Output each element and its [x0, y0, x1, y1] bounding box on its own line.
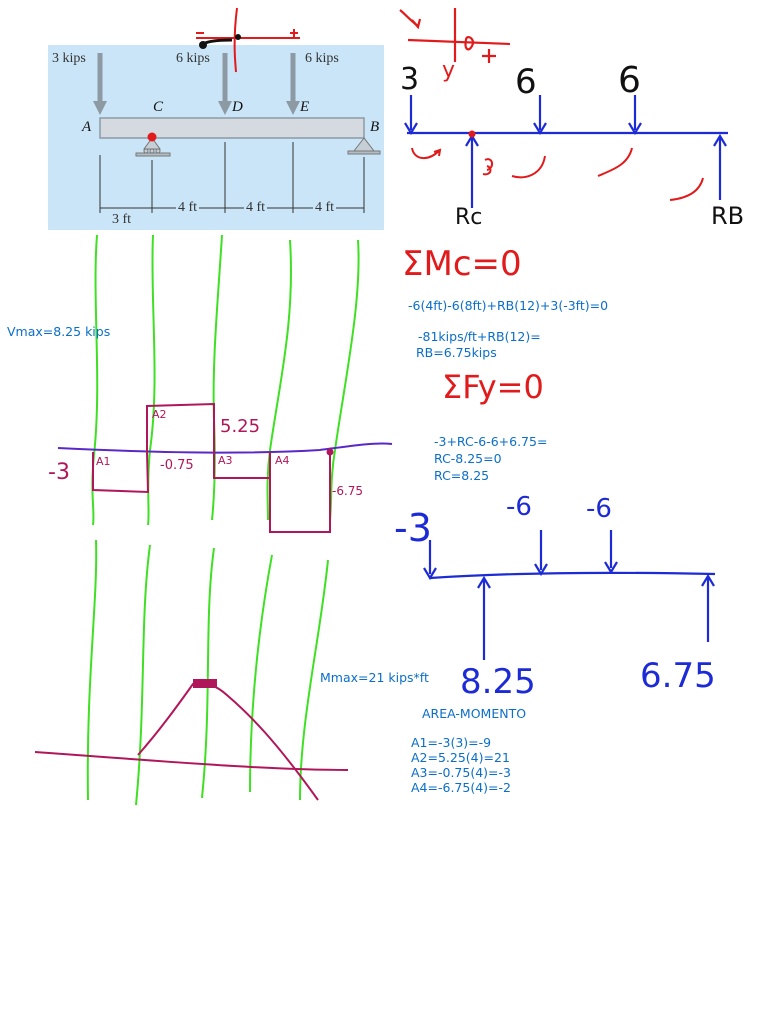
point-a-label: A — [82, 119, 92, 135]
load-label-d: 6 kips — [176, 51, 210, 66]
area-a2-tag: A2 — [152, 408, 167, 421]
sum-mc-title: ΣMc=0 — [402, 244, 522, 284]
load-label-a: 3 kips — [52, 51, 86, 66]
dim-4ft-1: 4 ft — [176, 200, 200, 216]
mmax-label: Mmax=21 kips*ft — [320, 670, 429, 685]
sum-fy-title: ΣFy=0 — [442, 368, 544, 406]
dim-4ft-3: 4 ft — [313, 200, 337, 216]
sum-mc-eq1: -6(4ft)-6(8ft)+RB(12)+3(-3ft)=0 — [408, 298, 609, 313]
point-b-label: B — [370, 119, 380, 135]
dim-3ft: 3 ft — [112, 212, 132, 227]
fbd2-load-neg6a: -6 — [506, 492, 532, 522]
fbd-load-3: 3 — [400, 62, 420, 97]
area-a3-tag: A3 — [218, 454, 233, 467]
sum-fy-eq2: RC-8.25=0 — [434, 451, 502, 466]
vmax-label: Vmax=8.25 kips — [7, 324, 111, 339]
sum-fy-eq1: -3+RC-6-6+6.75= — [434, 434, 548, 449]
fbd-reaction-rc: Rc — [455, 205, 483, 230]
dim-4ft-2: 4 ft — [244, 200, 268, 216]
sum-fy-eq3: RC=8.25 — [434, 468, 490, 483]
point-c-label: C — [153, 99, 164, 115]
beam-figure-svg — [93, 53, 381, 213]
sum-mc-eq3: RB=6.75kips — [416, 345, 497, 360]
fbd2-load-neg3: -3 — [394, 506, 432, 550]
point-d-label: D — [232, 99, 243, 115]
load-label-e: 6 kips — [305, 51, 339, 66]
fbd2-reaction-8-25: 8.25 — [460, 662, 536, 702]
shear-value-neg0-75: -0.75 — [160, 458, 194, 473]
fbd-reaction-rb: RB — [711, 202, 745, 230]
area-line-a1: A1=-3(3)=-9 — [411, 735, 492, 750]
shear-value-neg3: -3 — [48, 460, 70, 485]
shear-value-5-25: 5.25 — [220, 416, 261, 437]
sum-mc-eq2: -81kips/ft+RB(12)= — [418, 329, 541, 344]
area-line-a3: A3=-0.75(4)=-3 — [411, 765, 511, 780]
area-momento-title: AREA-MOMENTO — [422, 706, 527, 721]
fbd2-reaction-6-75: 6.75 — [640, 656, 716, 696]
point-e-label: E — [300, 99, 310, 115]
sign-y-label: y — [442, 58, 456, 83]
fbd-load-6a: 6 — [515, 62, 537, 102]
area-a1-tag: A1 — [96, 455, 111, 468]
area-line-a2: A2=5.25(4)=21 — [411, 750, 510, 765]
shear-value-neg6-75: -6.75 — [332, 484, 364, 498]
textbook-figure: 3 kips 6 kips 6 kips A C D E B 3 ft 4 ft… — [48, 45, 384, 230]
fbd-load-6b: 6 — [618, 60, 641, 101]
area-a4-tag: A4 — [275, 454, 290, 467]
area-line-a4: A4=-6.75(4)=-2 — [411, 780, 511, 795]
fbd2-load-neg6b: -6 — [586, 494, 612, 524]
